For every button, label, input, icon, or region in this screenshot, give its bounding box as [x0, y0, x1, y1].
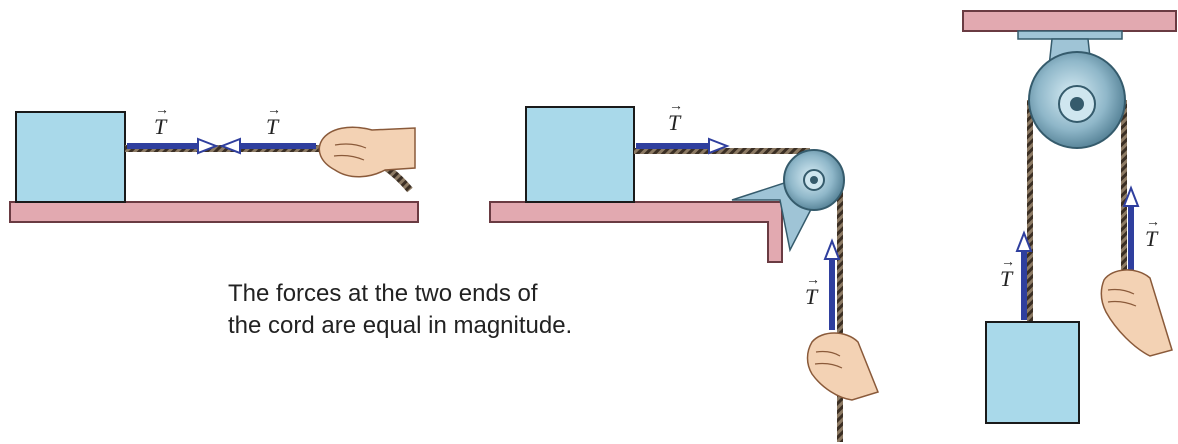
vector-arrow-mark: →: [1146, 213, 1160, 229]
tension-label: T: [1145, 226, 1159, 251]
tension-arrow-up: [1015, 230, 1033, 320]
hand-icon: [318, 126, 416, 178]
tension-label: T: [1000, 266, 1014, 291]
tension-arrow-up: [1122, 185, 1140, 275]
tension-label: T: [154, 114, 168, 139]
hand-icon: [1100, 269, 1173, 357]
scene-horizontal: T → T →: [9, 101, 419, 223]
caption-line-1: The forces at the two ends of: [228, 280, 538, 307]
hand-icon: [806, 332, 879, 401]
cord: [634, 148, 810, 154]
vector-arrow-mark: →: [806, 271, 820, 287]
tension-arrow-right: [127, 137, 219, 155]
pulley-axle: [810, 176, 818, 184]
vector-arrow-mark: →: [155, 101, 169, 117]
tension-label: T: [266, 114, 280, 139]
tension-label: T: [805, 284, 819, 309]
pulley-mount: [1017, 30, 1123, 40]
tension-arrow-left: [219, 137, 316, 155]
vector-arrow-mark: →: [267, 101, 281, 117]
tension-label: T: [668, 110, 682, 135]
scene-table-pulley: T → T →: [489, 97, 879, 442]
block: [525, 106, 635, 203]
ceiling-surface: [962, 10, 1177, 32]
cord: [1121, 100, 1127, 280]
caption: The forces at the two ends of the cord a…: [228, 278, 572, 342]
cord: [837, 180, 843, 442]
block: [985, 321, 1080, 424]
table-surface: [489, 201, 783, 263]
vector-arrow-mark: →: [1001, 253, 1015, 269]
floor-surface: [9, 201, 419, 223]
tension-arrow-up: [823, 238, 841, 330]
pulley-axle: [1070, 97, 1084, 111]
cord: [1027, 100, 1033, 322]
block: [15, 111, 126, 203]
tension-arrow-right: [636, 137, 730, 155]
vector-arrow-mark: →: [669, 97, 683, 113]
scene-ceiling-pulley: T → T →: [962, 10, 1177, 424]
caption-line-2: the cord are equal in magnitude.: [228, 312, 573, 339]
